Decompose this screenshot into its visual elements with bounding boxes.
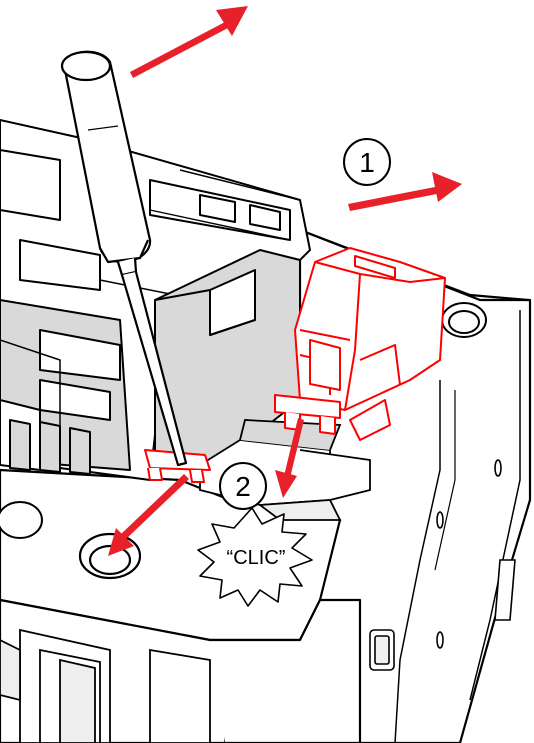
arrow-step-1 bbox=[348, 172, 462, 211]
side-slots bbox=[369, 459, 516, 671]
clic-label: “CLIC” bbox=[227, 547, 286, 569]
mounting-hole-bottom-left bbox=[78, 532, 142, 580]
step-2-marker: 2 bbox=[219, 462, 267, 510]
red-terminal bbox=[274, 247, 446, 441]
clic-burst: “CLIC” bbox=[197, 507, 313, 607]
step-2-label: 2 bbox=[235, 471, 251, 502]
arrow-step-2 bbox=[275, 418, 304, 498]
screwdriver bbox=[60, 50, 188, 467]
step-1-marker: 1 bbox=[343, 138, 391, 186]
arrow-bottom-left bbox=[108, 474, 189, 556]
lower-mechanism bbox=[0, 628, 211, 743]
mounting-hole-edge bbox=[0, 501, 43, 539]
mounting-hole-top-right bbox=[441, 302, 487, 338]
arrows bbox=[108, 6, 462, 556]
step-1-label: 1 bbox=[359, 147, 375, 178]
arrow-top bbox=[130, 6, 248, 78]
